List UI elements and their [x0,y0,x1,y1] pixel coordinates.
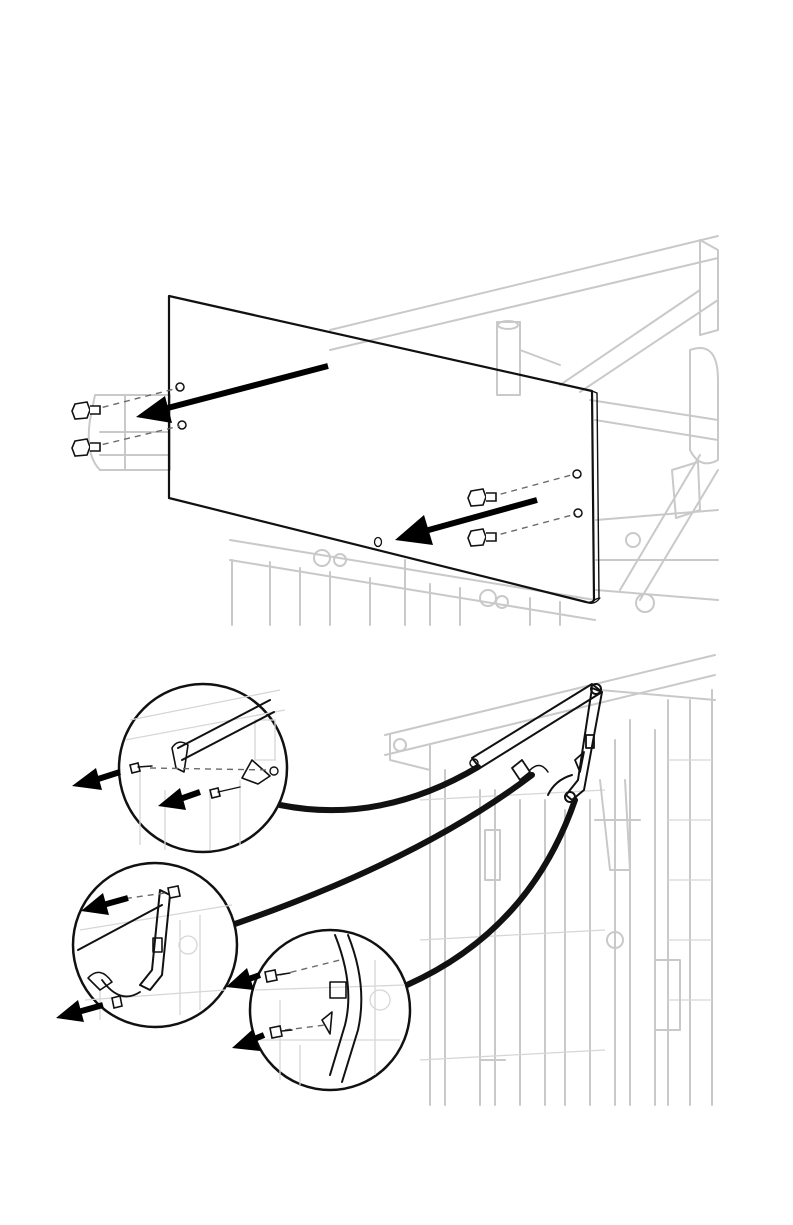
removal-arrow-lower [395,500,537,545]
cover-panel [169,296,600,603]
screw-bottom-right [468,529,496,546]
screw-top-right [468,489,496,506]
figure-cover-panel-removal [0,220,793,630]
screw-top-left [72,402,100,419]
linkage-arm-assembly [470,684,602,802]
background-machine-ghost [385,655,715,1105]
cover-panel-diagram [0,220,793,630]
screw-bottom-left [72,439,100,456]
detail-callout-top [119,684,287,852]
removal-arrow-1 [72,768,120,790]
detail-callout-left [73,863,237,1027]
detail-callout-right [250,930,410,1090]
linkage-arm-diagram [0,650,793,1115]
figure-linkage-arm-removal [0,650,793,1115]
background-machine-frame [89,236,718,625]
